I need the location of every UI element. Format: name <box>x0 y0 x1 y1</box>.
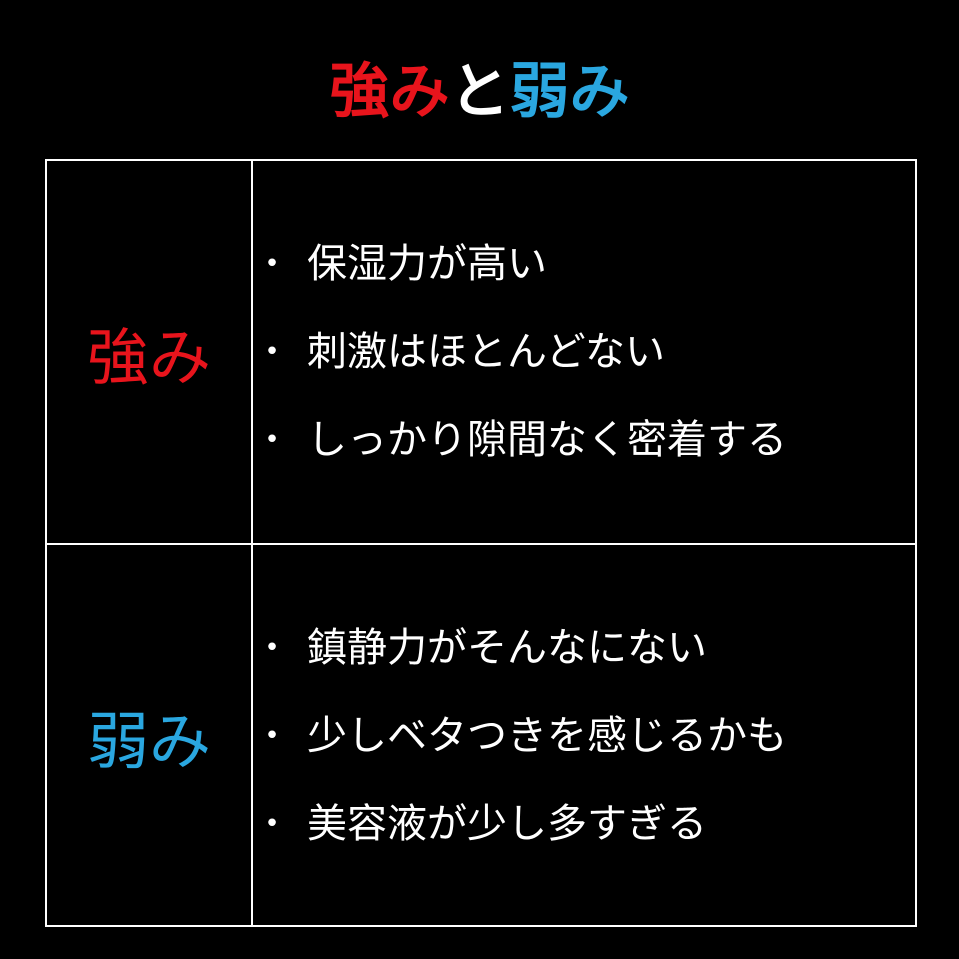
title-weakness: 弱み <box>509 57 630 127</box>
list-item: • 鎮静力がそんなにない <box>261 625 915 671</box>
title-strength: 強み <box>329 57 450 127</box>
bullet-icon: • <box>264 337 280 367</box>
row-divider <box>47 543 915 545</box>
item-text: しっかり隙間なく密着する <box>307 417 787 463</box>
list-item: • 刺激はほとんどない <box>261 329 915 375</box>
weaknesses-list: • 鎮静力がそんなにない • 少しベタつきを感じるかも • 美容液が少し多すぎる <box>261 545 915 927</box>
bullet-icon: • <box>264 425 280 455</box>
bullet-icon: • <box>264 721 280 751</box>
strengths-label: 強み <box>86 321 211 394</box>
item-text: 少しベタつきを感じるかも <box>307 713 787 759</box>
item-text: 刺激はほとんどない <box>307 329 665 375</box>
weaknesses-row: 弱み • 鎮静力がそんなにない • 少しベタつきを感じるかも • 美容液が少し多すぎる <box>47 545 915 927</box>
comparison-table: 強み • 保湿力が高い • 刺激はほとんどない • しっかり隙間なく密着する 弱み •… <box>45 159 917 927</box>
title-and: と <box>449 57 510 127</box>
list-item: • 美容液が少し多すぎる <box>261 801 915 847</box>
item-text: 保湿力が高い <box>307 241 547 287</box>
list-item: • 少しベタつきを感じるかも <box>261 713 915 759</box>
weaknesses-label: 弱み <box>86 705 211 778</box>
item-text: 美容液が少し多すぎる <box>307 801 707 847</box>
strengths-row: 強み • 保湿力が高い • 刺激はほとんどない • しっかり隙間なく密着する <box>47 161 915 543</box>
list-item: • しっかり隙間なく密着する <box>261 417 915 463</box>
list-item: • 保湿力が高い <box>261 241 915 287</box>
item-text: 鎮静力がそんなにない <box>307 625 707 671</box>
bullet-icon: • <box>264 809 280 839</box>
page-title: 強みと弱み <box>0 52 959 132</box>
bullet-icon: • <box>264 633 280 663</box>
bullet-icon: • <box>264 249 280 279</box>
strengths-list: • 保湿力が高い • 刺激はほとんどない • しっかり隙間なく密着する <box>261 161 915 543</box>
